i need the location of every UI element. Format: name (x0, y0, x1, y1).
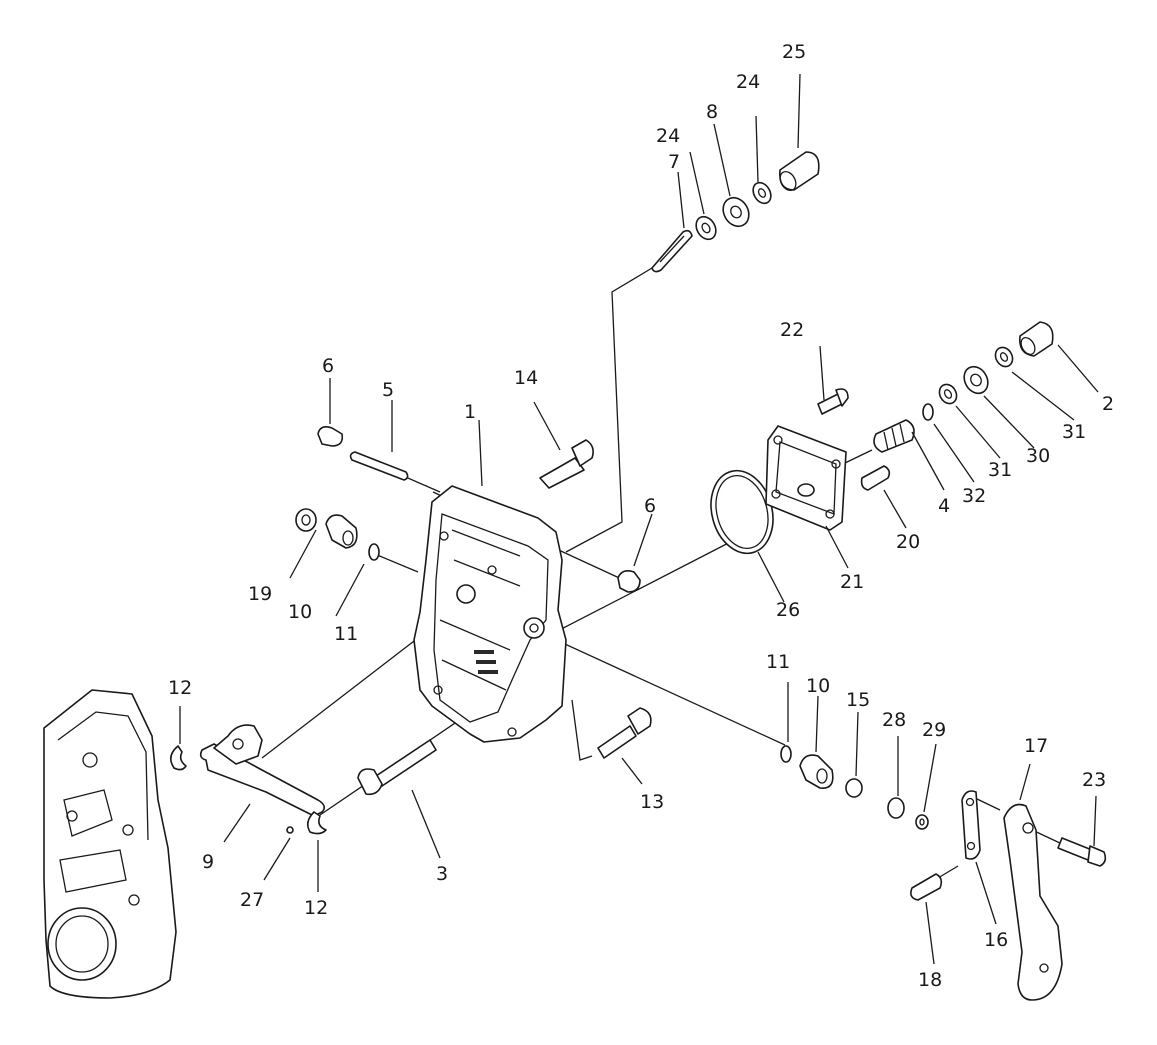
callout-31-upper: 31 (1062, 421, 1086, 443)
cap-nut-part-25 (778, 151, 820, 191)
bolt-part-14 (539, 439, 594, 489)
cap-part-15 (845, 778, 863, 798)
plug-part-10-right (799, 754, 834, 789)
nut-part-30 (963, 365, 989, 395)
callout-24-right: 24 (736, 71, 760, 93)
washer-part-31-lower (938, 383, 958, 405)
cap-nut-part-2 (1018, 321, 1054, 357)
shaft-part-9 (199, 724, 326, 817)
callout-11-right: 11 (766, 651, 790, 673)
callout-14: 14 (514, 367, 538, 389)
callout-8: 8 (706, 101, 718, 123)
callout-13: 13 (640, 791, 664, 813)
callout-29: 29 (922, 719, 946, 741)
washer-part-28 (887, 797, 905, 819)
pin-part-20 (860, 465, 891, 491)
callout-1: 1 (464, 401, 476, 423)
bolt-part-13 (597, 707, 652, 759)
callout-31-lower: 31 (988, 459, 1012, 481)
cover-part-21 (765, 425, 847, 531)
callout-18: 18 (918, 969, 942, 991)
gasket-part-26 (710, 469, 774, 555)
washer-part-24-lower (752, 181, 772, 205)
washer-part-29 (915, 814, 929, 830)
cap-part-19 (295, 508, 317, 532)
callout-3: 3 (436, 863, 448, 885)
callout-20: 20 (896, 531, 920, 553)
pin-part-7 (651, 229, 693, 273)
callout-22: 22 (780, 319, 804, 341)
callout-16: 16 (984, 929, 1008, 951)
callout-27: 27 (240, 889, 264, 911)
clip-part-12-left (170, 745, 187, 771)
plug-part-6-lower (617, 570, 641, 593)
callout-30: 30 (1026, 445, 1050, 467)
callout-7: 7 (668, 151, 680, 173)
callout-10-right: 10 (806, 675, 830, 697)
callout-17: 17 (1024, 735, 1048, 757)
arm-part-17 (1003, 803, 1063, 1001)
callout-6-upper: 6 (322, 355, 334, 377)
callout-15: 15 (846, 689, 870, 711)
callout-leaders (179, 73, 1099, 965)
rod-part-5 (349, 451, 409, 481)
washer-part-31-upper (994, 346, 1014, 368)
lever-part-16 (961, 790, 981, 860)
callout-10-left: 10 (288, 601, 312, 623)
callout-labels: 1 2 3 4 5 6 6 7 8 9 10 10 11 11 12 12 13… (168, 41, 1114, 991)
callout-6-lower: 6 (644, 495, 656, 517)
callout-9: 9 (202, 851, 214, 873)
clip-part-12-right (306, 811, 327, 835)
callout-2: 2 (1102, 393, 1114, 415)
o-ring-part-32 (922, 403, 934, 421)
bolt-part-22 (817, 388, 849, 415)
plug-part-6-upper (317, 426, 344, 447)
ball-part-27 (286, 826, 294, 834)
valve-body-part-1 (413, 485, 567, 743)
bolt-part-23 (1057, 837, 1107, 867)
callout-19: 19 (248, 583, 272, 605)
callout-12-upper: 12 (168, 677, 192, 699)
pin-part-18 (910, 873, 943, 901)
callout-5: 5 (382, 379, 394, 401)
callout-26: 26 (776, 599, 800, 621)
callout-11-left: 11 (334, 623, 358, 645)
callout-21: 21 (840, 571, 864, 593)
washer-part-24-upper (695, 215, 717, 241)
o-ring-part-11-right (780, 745, 792, 763)
callout-12-lower: 12 (304, 897, 328, 919)
callout-32: 32 (962, 485, 986, 507)
bolt-part-3 (357, 739, 437, 796)
callout-4: 4 (938, 495, 950, 517)
spring-part-4 (873, 419, 915, 453)
callout-28: 28 (882, 709, 906, 731)
plug-part-10-left (325, 514, 358, 549)
housing-casting (43, 689, 177, 999)
nut-part-8 (722, 196, 750, 228)
callout-24-left: 24 (656, 125, 680, 147)
o-ring-part-11-left (368, 543, 380, 561)
callout-25: 25 (782, 41, 806, 63)
callout-23: 23 (1082, 769, 1106, 791)
